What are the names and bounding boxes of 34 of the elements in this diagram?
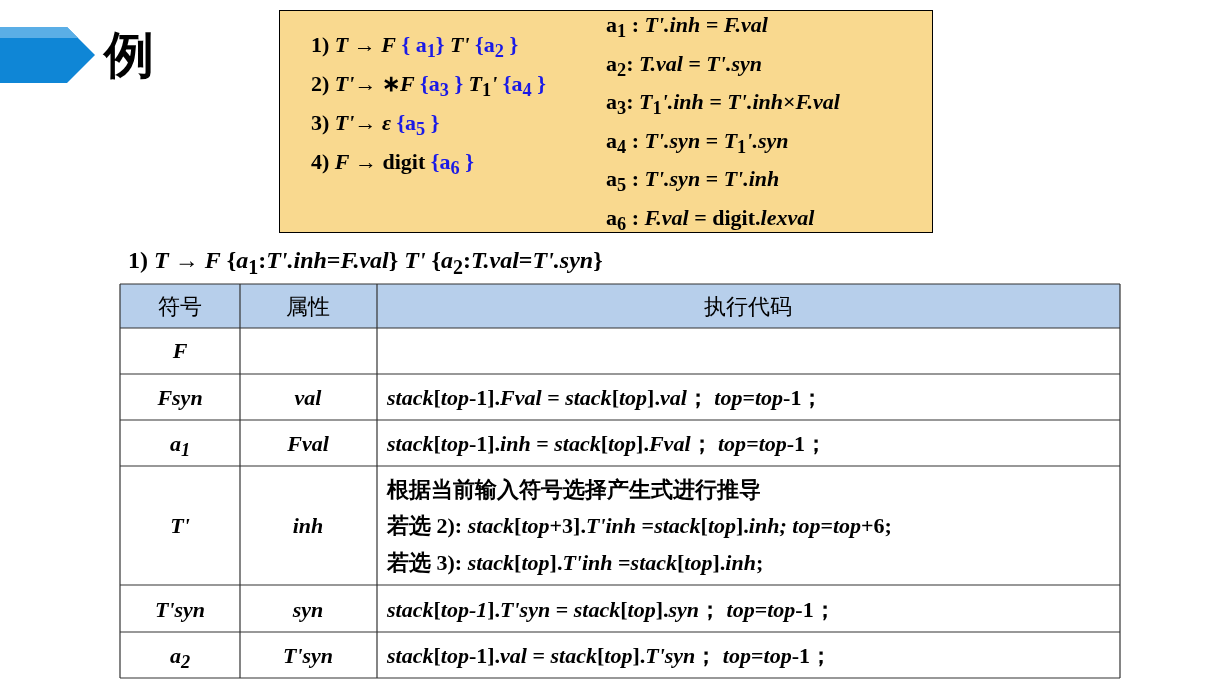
column-header: 执行代码: [704, 293, 792, 321]
production-rule: 1) T → F { a$_{1}$} T' {a$_{2}$ }: [311, 31, 519, 64]
code-text: stack[top-1].Fval = stack[top].val； top=top-1；: [387, 384, 824, 412]
production-rule: 3) T'→ ε {a$_{5}$ }: [311, 109, 440, 142]
symbol-text: T': [170, 512, 190, 540]
production-rule: 2) T'→ ∗F {a$_{3}$ } T$_{1}$' {a$_{4}$ }: [311, 70, 546, 103]
semantic-action: a$_{1}$ : T'.inh = F.val: [606, 11, 768, 44]
semantic-action: a$_{4}$ : T'.syn = T$_{1}$'.syn: [606, 126, 789, 160]
code-text: 若选 3): stack[top].T'inh =stack[top].inh;: [387, 549, 764, 577]
semantic-action: a$_{3}$: T$_{1}$'.inh = T'.inh×F.val: [606, 88, 840, 121]
attribute-text: val: [294, 384, 322, 412]
semantic-action: a$_{2}$: T.val = T'.syn: [606, 49, 762, 82]
code-text: stack[top-1].val = stack[top].T'syn； top=top-1；: [387, 642, 832, 670]
column-header: 符号: [158, 293, 202, 321]
code-text: stack[top-1].T'syn = stack[top].syn； top=top-1；: [387, 596, 836, 624]
production-rule: 4) F → digit {a$_{6}$ }: [311, 148, 474, 181]
attribute-text: syn: [292, 596, 324, 624]
symbol-text: Fsyn: [157, 384, 203, 412]
semantic-action: a$_{6}$ : F.val = digit.lexval: [606, 204, 815, 237]
description-text: 根据当前输入符号选择产生式进行推导: [387, 476, 761, 504]
semantic-action: a$_{5}$ : T'.syn = T'.inh: [606, 165, 780, 198]
symbol-text: a$_{2}$: [169, 642, 191, 675]
grammar-box: [279, 10, 933, 233]
attribute-text: inh: [292, 512, 324, 540]
attribute-text: T'syn: [282, 642, 334, 670]
production-with-actions: 1) T → F {a$_{1}$:T'.inh=F.val} T' {a$_{2}$:T.val=T'.syn}: [128, 246, 603, 280]
code-text: stack[top-1].inh = stack[top].Fval； top=top-1；: [387, 430, 828, 458]
symbol-text: F: [172, 337, 188, 365]
attribute-text: Fval: [287, 430, 329, 458]
symbol-text: a$_{1}$: [169, 430, 191, 463]
symbol-text: T'syn: [154, 596, 206, 624]
title-text: 例: [104, 25, 154, 86]
column-header: 属性: [286, 293, 330, 321]
code-text: 若选 2): stack[top+3].T'inh =stack[top].inh; top=top+6;: [387, 512, 892, 540]
